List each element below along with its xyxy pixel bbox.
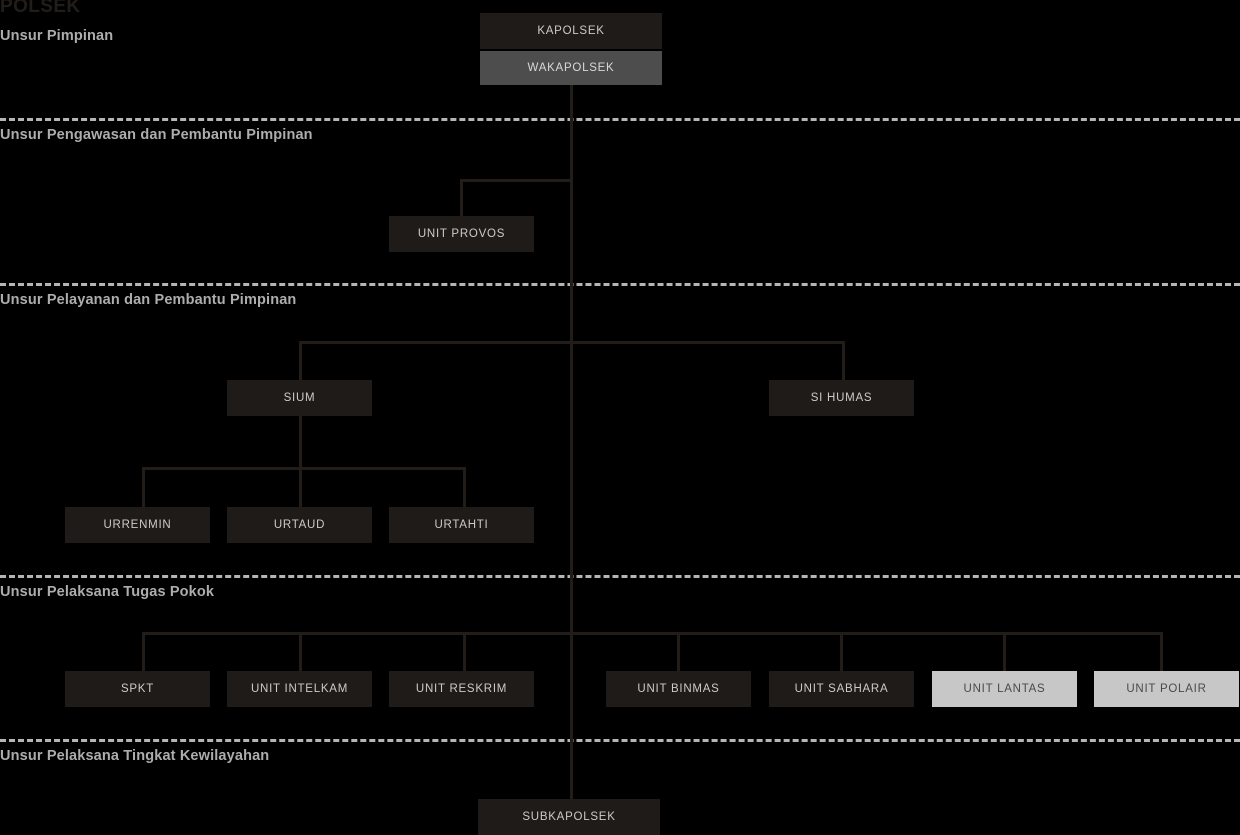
- node-wakapolsek[interactable]: WAKAPOLSEK: [480, 51, 662, 85]
- band-label-unsur-pelayanan: Unsur Pelayanan dan Pembantu Pimpinan: [0, 292, 297, 308]
- connector-pokok-drop-spkt: [142, 632, 145, 672]
- node-unit-provos[interactable]: UNIT PROVOS: [389, 216, 534, 252]
- node-unit-reskrim[interactable]: UNIT RESKRIM: [389, 671, 534, 707]
- connector-provos-horizontal: [460, 179, 572, 182]
- connector-provos-vertical: [460, 179, 463, 217]
- connector-sium-drop-urtaud: [299, 467, 302, 508]
- connector-pokok-drop-reskrim: [463, 632, 466, 672]
- connector-pokok-drop-intelkam: [299, 632, 302, 672]
- connector-sium-bar: [142, 467, 466, 470]
- connector-sium-drop-urrenmin: [142, 467, 145, 508]
- node-si-humas[interactable]: SI HUMAS: [769, 380, 914, 416]
- node-kapolsek[interactable]: KAPOLSEK: [480, 13, 662, 49]
- node-unit-intelkam[interactable]: UNIT INTELKAM: [227, 671, 372, 707]
- connector-pokok-drop-sabhara: [840, 632, 843, 672]
- node-unit-lantas[interactable]: UNIT LANTAS: [932, 671, 1077, 707]
- divider-1: [0, 118, 1240, 121]
- band-label-unsur-pelaksana-tugas-pokok: Unsur Pelaksana Tugas Pokok: [0, 584, 215, 600]
- node-unit-sabhara[interactable]: UNIT SABHARA: [769, 671, 914, 707]
- connector-pokok-bar: [142, 632, 1162, 635]
- node-sium[interactable]: SIUM: [227, 380, 372, 416]
- node-urtahti[interactable]: URTAHTI: [389, 507, 534, 543]
- node-urtaud[interactable]: URTAUD: [227, 507, 372, 543]
- node-spkt[interactable]: SPKT: [65, 671, 210, 707]
- band-label-unsur-pimpinan: Unsur Pimpinan: [0, 28, 114, 44]
- connector-pelayanan-drop-sium: [299, 341, 302, 381]
- node-urrenmin[interactable]: URRENMIN: [65, 507, 210, 543]
- node-unit-polair[interactable]: UNIT POLAIR: [1094, 671, 1239, 707]
- node-subkapolsek[interactable]: SUBKAPOLSEK: [478, 799, 660, 835]
- connector-pokok-drop-polair: [1160, 632, 1163, 672]
- connector-sium-stem: [299, 415, 302, 467]
- connector-pelayanan-drop-si-humas: [842, 341, 845, 381]
- divider-4: [0, 739, 1240, 742]
- divider-2: [0, 283, 1240, 286]
- connector-pokok-drop-binmas: [677, 632, 680, 672]
- band-label-unsur-pengawasan: Unsur Pengawasan dan Pembantu Pimpinan: [0, 127, 313, 143]
- connector-pelayanan-bar: [299, 341, 845, 344]
- page-title: POLSEK: [0, 0, 81, 17]
- connector-sium-drop-urtahti: [463, 467, 466, 508]
- divider-3: [0, 575, 1240, 578]
- connector-main-spine: [570, 85, 573, 800]
- band-label-unsur-pelaksana-tingkat-kewilayahan: Unsur Pelaksana Tingkat Kewilayahan: [0, 748, 270, 764]
- node-unit-binmas[interactable]: UNIT BINMAS: [606, 671, 751, 707]
- connector-pokok-drop-lantas: [1003, 632, 1006, 672]
